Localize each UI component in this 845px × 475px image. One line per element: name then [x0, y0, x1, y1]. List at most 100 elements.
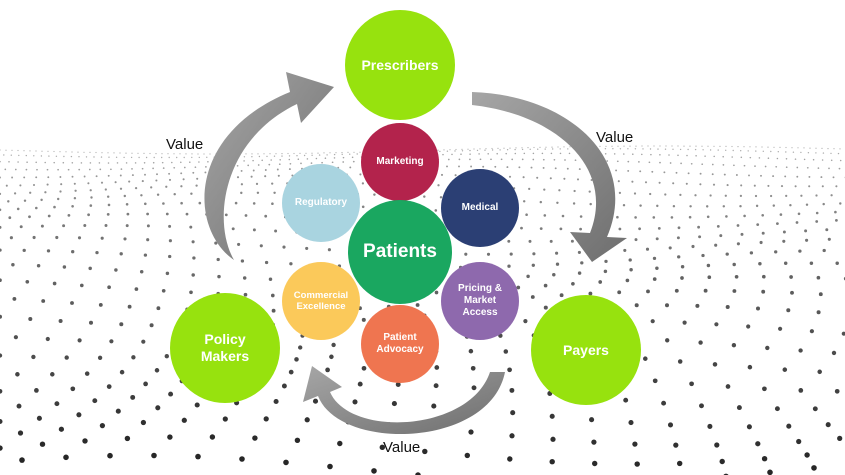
background-dot	[830, 152, 832, 155]
background-dot	[205, 166, 207, 168]
background-dot	[785, 158, 788, 160]
background-dot	[152, 167, 154, 170]
background-dot	[185, 212, 189, 216]
background-dot	[14, 168, 17, 171]
background-dot	[761, 231, 765, 235]
background-dot	[577, 271, 582, 275]
background-dot	[180, 185, 183, 188]
background-dot	[106, 384, 112, 389]
background-dot	[555, 262, 560, 266]
background-dot	[806, 166, 809, 169]
background-dot	[300, 162, 302, 165]
background-dot	[47, 214, 51, 218]
background-dot	[490, 158, 492, 161]
background-dot	[743, 146, 745, 148]
background-dot	[685, 182, 688, 185]
background-dot	[57, 168, 59, 171]
background-dot	[270, 293, 275, 298]
background-dot	[815, 147, 817, 149]
background-dot	[556, 201, 559, 205]
background-dot	[47, 176, 50, 179]
background-dot	[617, 145, 619, 147]
background-dot	[281, 153, 283, 155]
background-dot	[13, 192, 17, 195]
background-dot	[643, 356, 648, 361]
background-dot	[171, 161, 173, 164]
function-marketing-label: Marketing	[376, 156, 424, 167]
background-dot	[580, 261, 584, 265]
background-dot	[264, 214, 268, 218]
background-dot	[0, 208, 2, 212]
background-dot	[113, 152, 115, 154]
background-dot	[746, 424, 752, 430]
background-dot	[274, 229, 278, 233]
background-dot	[740, 156, 743, 159]
background-dot	[305, 152, 307, 154]
background-dot	[277, 174, 280, 177]
background-dot	[755, 441, 761, 447]
background-dot	[588, 190, 591, 193]
background-dot	[669, 162, 672, 164]
background-dot	[271, 182, 274, 185]
background-dot	[724, 194, 727, 197]
background-dot	[104, 224, 108, 227]
background-dot	[331, 342, 336, 348]
background-dot	[143, 152, 145, 154]
background-dot	[531, 263, 535, 267]
background-dot	[792, 151, 795, 153]
background-dot	[165, 271, 170, 276]
background-dot	[11, 176, 14, 179]
background-dot	[85, 156, 88, 158]
function-pricing-market-access: Pricing & Market Access	[441, 262, 519, 340]
background-dot	[59, 190, 62, 193]
background-dot	[10, 154, 12, 156]
function-commercial-excellence: Commercial Excellence	[282, 262, 360, 340]
background-dot	[0, 353, 3, 358]
background-dot	[312, 398, 319, 404]
background-dot	[70, 301, 74, 305]
background-dot	[119, 187, 123, 190]
background-dot	[761, 289, 766, 294]
background-dot	[140, 419, 147, 426]
background-dot	[740, 184, 743, 187]
background-dot	[331, 161, 334, 164]
background-dot	[817, 167, 820, 169]
background-dot	[90, 196, 93, 199]
background-dot	[507, 456, 513, 462]
background-dot	[268, 163, 271, 166]
background-dot	[87, 182, 90, 185]
background-dot	[54, 401, 60, 407]
background-dot	[758, 262, 762, 266]
background-dot	[97, 355, 103, 360]
background-dot	[803, 147, 805, 149]
background-dot	[446, 150, 449, 152]
background-dot	[234, 201, 238, 205]
background-dot	[677, 226, 681, 230]
background-dot	[251, 153, 253, 155]
background-dot	[549, 177, 552, 180]
background-dot	[761, 214, 764, 217]
background-dot	[795, 221, 799, 224]
background-dot	[58, 318, 63, 324]
background-dot	[811, 465, 817, 471]
background-dot	[342, 156, 345, 159]
background-dot	[709, 149, 712, 151]
background-dot	[349, 153, 351, 155]
background-dot	[4, 168, 7, 171]
background-dot	[733, 164, 735, 167]
background-dot	[198, 161, 200, 163]
background-dot	[797, 212, 801, 216]
background-dot	[151, 452, 157, 459]
background-dot	[131, 152, 133, 154]
background-dot	[18, 154, 20, 157]
background-dot	[722, 205, 726, 208]
background-dot	[772, 175, 775, 178]
background-dot	[805, 238, 809, 242]
background-dot	[155, 153, 157, 155]
background-dot	[329, 152, 331, 154]
background-dot	[725, 145, 727, 147]
background-dot	[310, 162, 313, 164]
background-dot	[736, 242, 740, 246]
background-dot	[224, 213, 228, 217]
